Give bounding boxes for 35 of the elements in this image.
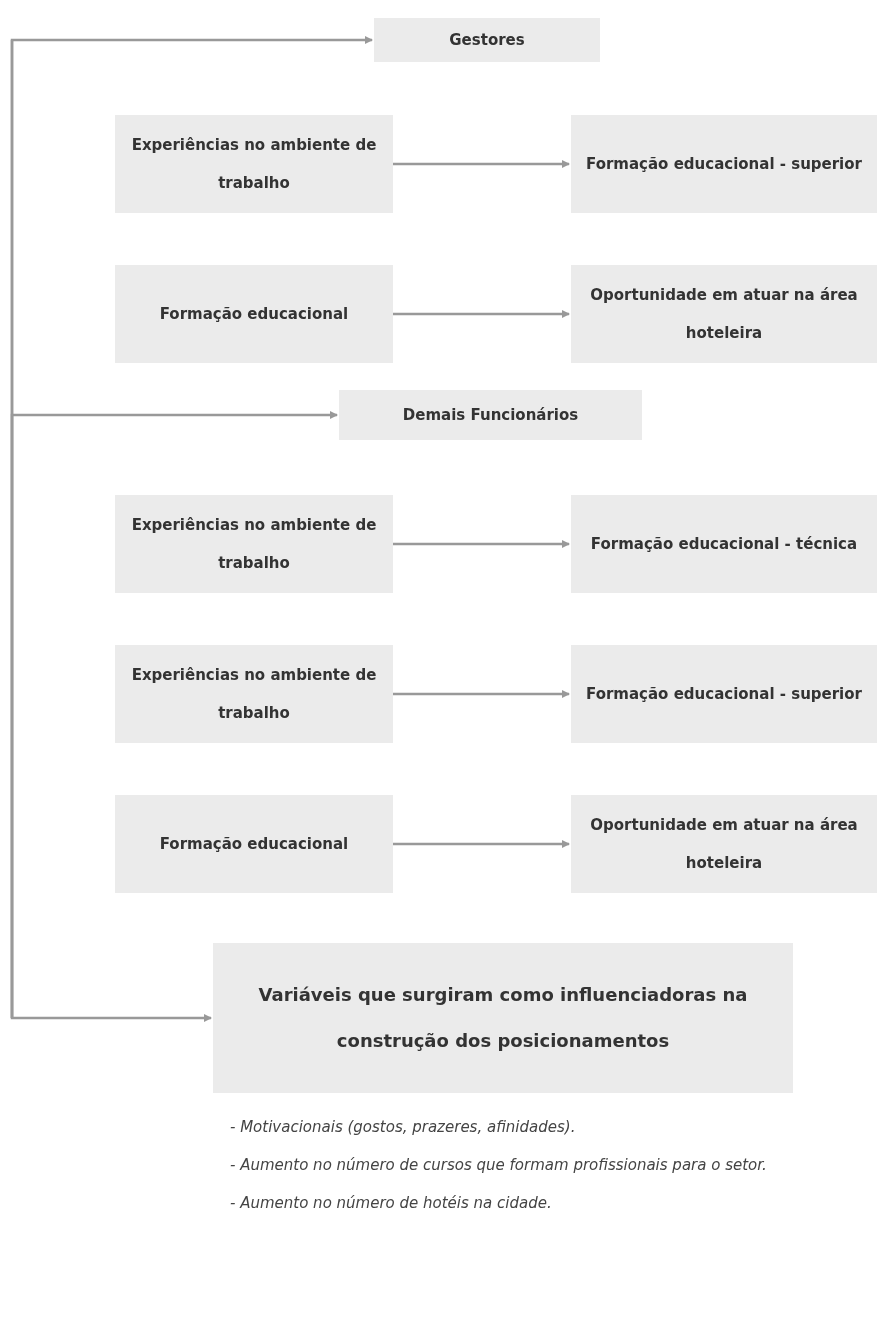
process-box (213, 943, 793, 1093)
arrow (393, 840, 570, 848)
box-label: Formação educacional - superior (586, 684, 862, 705)
box-label: Oportunidade em atuar na área hoteleira (589, 815, 859, 874)
note-text: - Aumento no número de hotéis na cidade. (230, 1193, 553, 1214)
process-box (115, 495, 393, 593)
arrow (393, 540, 570, 548)
box-label: Experiências no ambiente de trabalho (130, 665, 378, 724)
box-label: Gestores (449, 30, 525, 51)
box-label: Formação educacional (159, 834, 349, 855)
box-label: Experiências no ambiente de trabalho (130, 135, 378, 194)
arrow (10, 40, 212, 1022)
box-label: Formação educacional - superior (586, 154, 862, 175)
process-box (571, 115, 877, 213)
process-box (115, 645, 393, 743)
box-label: Demais Funcionários (402, 405, 579, 426)
box-label: Formação educacional (159, 304, 349, 325)
arrow (393, 690, 570, 698)
process-box (571, 265, 877, 363)
process-box (374, 18, 600, 62)
process-box (571, 645, 877, 743)
arrow (393, 310, 570, 318)
arrow (393, 160, 570, 168)
box-label: Variáveis que surgiram como influenciadoras na construção dos posicionamentos (257, 983, 749, 1053)
box-label: Oportunidade em atuar na área hoteleira (589, 285, 859, 344)
process-box (571, 795, 877, 893)
process-box (571, 495, 877, 593)
process-box (115, 265, 393, 363)
box-label: Experiências no ambiente de trabalho (130, 515, 378, 574)
process-box (115, 795, 393, 893)
process-box (115, 115, 393, 213)
note-text: - Motivacionais (gostos, prazeres, afinidades). (230, 1117, 577, 1138)
note-text: - Aumento no número de cursos que formam profissionais para o setor. (230, 1155, 768, 1176)
process-box (339, 390, 642, 440)
box-label: Formação educacional - técnica (590, 534, 858, 555)
